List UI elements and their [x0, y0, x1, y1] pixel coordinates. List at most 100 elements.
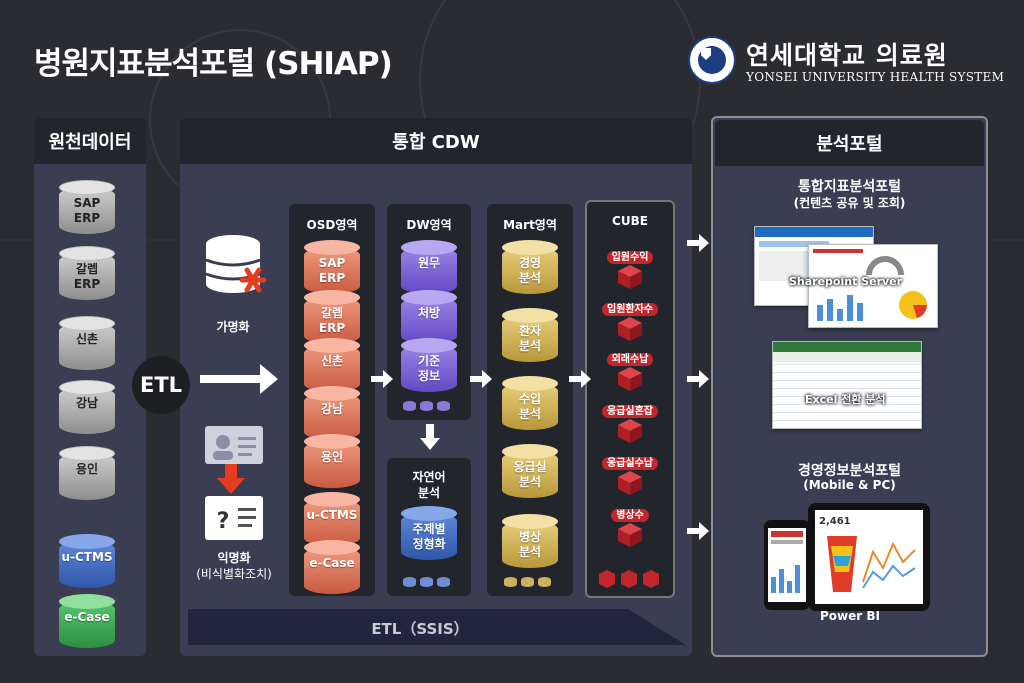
integrated-portal-subtitle: (컨텐츠 공유 및 조회) — [793, 196, 906, 210]
etl-ssis-bar — [188, 609, 686, 645]
etl-badge: ETL — [132, 356, 190, 414]
mgmt-portal-title: 경영정보분석포털 — [797, 463, 902, 479]
page-title: 병원지표분석포털 (SHIAP) — [34, 46, 393, 82]
excel-screenshot — [772, 341, 922, 429]
mart-db-2-label: 수입 분석 — [518, 392, 542, 421]
source-db-0: SAP ERP — [59, 180, 115, 234]
cube-label-2: 외래수납 — [587, 350, 673, 366]
source-db-0-label: SAP ERP — [73, 196, 101, 225]
mart-db-3: 응급실 분석 — [502, 444, 558, 498]
cube-label-text-4: 응급실수납 — [602, 457, 658, 470]
mart-db-4: 병상 분석 — [502, 514, 558, 568]
arrow-osd-to-dw-icon — [371, 370, 393, 388]
pseudonymization-label: 가명화 — [216, 320, 250, 334]
osd-db-2-label: 신촌 — [320, 354, 344, 368]
cube-mini-row — [599, 570, 661, 592]
cube-icon-0 — [618, 265, 642, 289]
phone-screenshot — [764, 520, 810, 610]
dw-db-0: 원무 — [401, 240, 457, 294]
dw-db-1-label: 처방 — [417, 306, 441, 320]
anonymization-sub-label: (비식별화조치) — [196, 567, 272, 581]
source-db-5-label: u-CTMS — [61, 550, 113, 564]
osd-db-3: 강남 — [304, 386, 360, 440]
cube-label-4: 응급실수납 — [587, 454, 673, 470]
dw-title: DW영역 — [406, 218, 452, 232]
source-db-6-label: e-Case — [64, 610, 110, 624]
source-db-4-label: 용인 — [75, 462, 99, 476]
source-db-2: 신촌 — [59, 316, 115, 370]
pseudonymization-db-icon — [205, 235, 267, 293]
cube-label-text-1: 입원환자수 — [602, 303, 658, 316]
cube-icon-5 — [618, 523, 642, 547]
arrow-dw-to-nlp-icon — [420, 424, 440, 450]
source-db-4: 용인 — [59, 446, 115, 500]
cube-label-text-3: 응급실혼잡 — [602, 405, 658, 418]
dw-db-2-label: 기준 정보 — [417, 354, 441, 383]
cube-icon-2 — [618, 367, 642, 391]
mart-db-0-label: 경영 분석 — [518, 256, 542, 285]
osd-db-4-label: 용인 — [320, 450, 344, 464]
osd-db-4: 용인 — [304, 434, 360, 488]
osd-db-1: 갈렙 ERP — [304, 290, 360, 344]
logo-english-text: YONSEI UNIVERSITY HEALTH SYSTEM — [746, 70, 1005, 84]
source-db-2-label: 신촌 — [75, 332, 99, 346]
analysis-portal-title: 분석포털 — [715, 120, 984, 166]
svg-text:?: ? — [217, 509, 230, 534]
cube-icon-4 — [618, 471, 642, 495]
cube-label-text-2: 외래수납 — [606, 353, 654, 366]
osd-db-6: e-Case — [304, 540, 360, 594]
dw-db-2: 기준 정보 — [401, 338, 457, 392]
nlp-db: 주제별 정형화 — [401, 506, 457, 560]
sharepoint-label: Sharepoint Server — [789, 275, 903, 288]
nlp-title-1: 자연어 — [412, 470, 446, 484]
source-db-5: u-CTMS — [59, 534, 115, 588]
dw-db-1: 처방 — [401, 290, 457, 344]
cube-icon-1 — [618, 317, 642, 341]
integrated-portal-title: 통합지표분석포털 — [797, 179, 902, 195]
osd-db-0-label: SAP ERP — [318, 256, 346, 285]
nlp-mini-dbs — [401, 572, 452, 591]
arrow-to-sharepoint-icon — [687, 234, 709, 252]
cube-icon-3 — [618, 419, 642, 443]
nlp-db-label: 주제별 정형화 — [412, 522, 446, 551]
nlp-title-2: 분석 — [417, 486, 441, 500]
bi-kpi-number: 2,461 — [819, 516, 851, 527]
etl-arrow-icon — [200, 364, 278, 394]
osd-db-5: u-CTMS — [304, 492, 360, 546]
cube-label-0: 입원수익 — [587, 248, 673, 264]
cube-title: CUBE — [612, 214, 648, 228]
mart-db-4-label: 병상 분석 — [518, 530, 542, 559]
osd-db-3-label: 강남 — [320, 402, 344, 416]
logo-korean-text: 연세대학교 의료원 — [746, 41, 948, 70]
arrow-to-powerbi-icon — [687, 522, 709, 540]
source-db-6: e-Case — [59, 594, 115, 648]
cube-label-5: 병상수 — [587, 506, 673, 522]
osd-db-0: SAP ERP — [304, 240, 360, 294]
source-db-3-label: 강남 — [75, 396, 99, 410]
osd-db-1-label: 갈렙 ERP — [318, 306, 346, 335]
mart-db-0: 경영 분석 — [502, 240, 558, 294]
cdw-title: 통합 CDW — [180, 118, 692, 164]
sharepoint-dashboard-screenshot — [808, 244, 938, 328]
arrow-to-excel-icon — [687, 370, 709, 388]
anonymization-label: 익명화 — [217, 551, 251, 565]
mgmt-portal-subtitle: (Mobile & PC) — [803, 478, 896, 492]
osd-db-5-label: u-CTMS — [306, 508, 358, 522]
source-db-3: 강남 — [59, 380, 115, 434]
source-db-1-label: 갈렙 ERP — [73, 262, 101, 291]
dw-db-0-label: 원무 — [417, 256, 441, 270]
mart-db-1-label: 환자 분석 — [518, 324, 542, 353]
tablet-screenshot: 2,461 — [808, 503, 930, 611]
powerbi-label: Power BI — [820, 609, 880, 623]
arrow-dw-to-mart-icon — [470, 370, 492, 388]
mart-db-1: 환자 분석 — [502, 308, 558, 362]
osd-title: OSD영역 — [306, 218, 358, 232]
arrow-mart-to-cube-icon — [569, 370, 591, 388]
yonsei-logo: 연세대학교 의료원 YONSEI UNIVERSITY HEALTH SYSTE… — [688, 36, 1004, 86]
cube-label-1: 입원환자수 — [587, 300, 673, 316]
mart-db-3-label: 응급실 분석 — [513, 460, 547, 489]
mart-mini-dbs — [502, 572, 553, 591]
cube-label-text-0: 입원수익 — [606, 251, 654, 264]
source-data-title: 원천데이터 — [34, 118, 146, 164]
mart-title: Mart영역 — [503, 218, 557, 232]
